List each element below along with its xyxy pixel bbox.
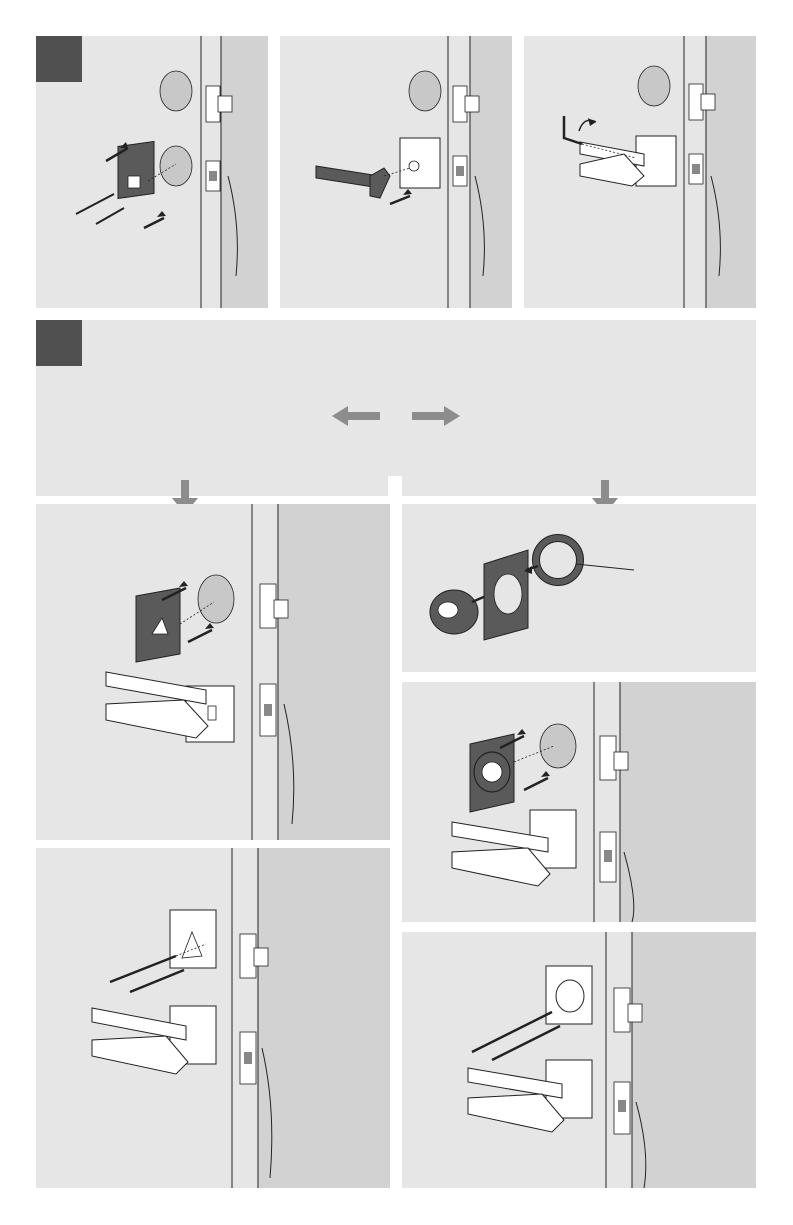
panel-choose-option	[36, 320, 756, 496]
panel-secure-lever	[524, 36, 756, 308]
illustration-keyed-rose	[402, 682, 756, 922]
arrow-right-icon	[412, 406, 460, 426]
panel-screw-keyed-rose	[402, 932, 756, 1188]
illustration-keyed-cylinder	[402, 504, 756, 672]
option-arrows	[36, 320, 756, 496]
arrow-left-icon	[332, 406, 380, 426]
illustration-thumbturn-screws	[36, 848, 390, 1188]
panel-mount-interior-rose	[36, 36, 268, 308]
panel-screw-thumbturn-rose	[36, 848, 390, 1188]
illustration-keyed-screws	[402, 932, 756, 1188]
panel-install-thumbturn-rose	[36, 504, 390, 840]
illustration-attach-lever	[280, 36, 512, 308]
panel-install-keyed-rose	[402, 682, 756, 922]
panel-assemble-keyed-cylinder	[402, 504, 756, 672]
panel-attach-lever	[280, 36, 512, 308]
step-badge-a	[36, 36, 82, 82]
illustration-hex-key	[524, 36, 756, 308]
illustration-thumbturn-rose	[36, 504, 390, 840]
